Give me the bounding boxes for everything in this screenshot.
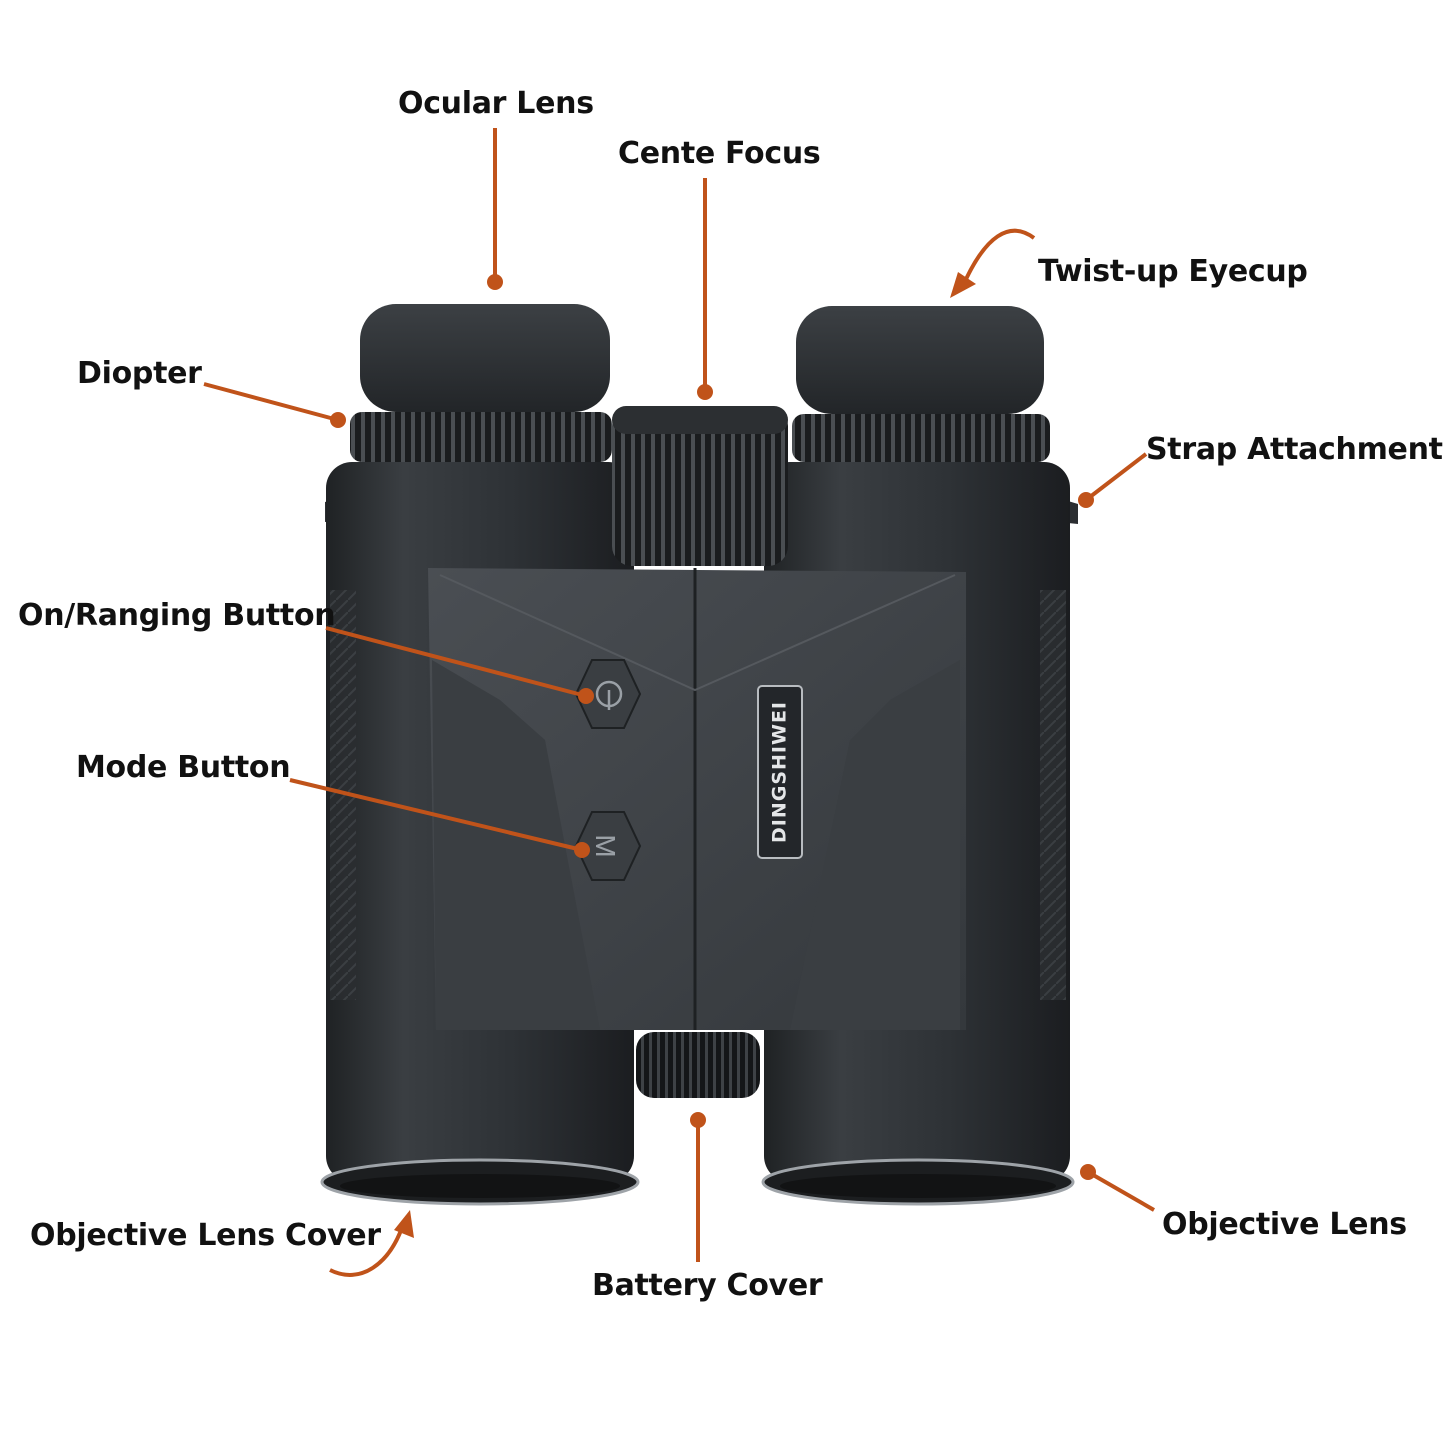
arrow-twist-eyecup	[960, 228, 1036, 289]
callout-dot-onrange	[578, 688, 594, 704]
callout-dot-objective	[1080, 1164, 1096, 1180]
left-eyecup[interactable]	[360, 304, 610, 412]
label-battery-cover: Battery Cover	[592, 1268, 823, 1303]
label-mode-button: Mode Button	[76, 750, 291, 785]
mode-button-glyph: M	[590, 834, 621, 857]
label-twist-up-eyecup: Twist-up Eyecup	[1038, 254, 1308, 289]
brand-plate: DINGSHIWEI	[757, 685, 803, 859]
callout-arrows	[329, 228, 1036, 1277]
binocular-body: M DINGSHIWEI	[320, 304, 1078, 1206]
callout-lines	[203, 128, 1155, 1262]
diopter-ring[interactable]	[350, 412, 612, 462]
label-diopter: Diopter	[77, 356, 202, 391]
center-focus-wheel[interactable]	[612, 406, 788, 566]
callout-dot-ocular	[487, 274, 503, 290]
callout-dot-mode	[574, 842, 590, 858]
label-strap-attachment: Strap Attachment	[1146, 432, 1443, 467]
callout-dot-strap	[1078, 492, 1094, 508]
on-ranging-button[interactable]	[574, 659, 642, 729]
label-objective-lens-cover: Objective Lens Cover	[30, 1218, 381, 1253]
callout-dot-battery	[690, 1112, 706, 1128]
brand-text: DINGSHIWEI	[769, 701, 791, 843]
right-focus-ring	[792, 414, 1050, 462]
arrow-objective-cover	[329, 1221, 406, 1277]
callout-dot-focus	[697, 384, 713, 400]
label-objective-lens: Objective Lens	[1162, 1207, 1407, 1242]
label-ocular-lens: Ocular Lens	[398, 86, 594, 121]
label-on-ranging-button: On/Ranging Button	[18, 598, 336, 633]
callout-dot-diopter	[330, 412, 346, 428]
right-grip-texture	[1040, 590, 1066, 1000]
twist-up-eyecup[interactable]	[796, 306, 1044, 414]
battery-cover-knob[interactable]	[636, 1032, 760, 1098]
label-cente-focus: Cente Focus	[618, 136, 821, 171]
